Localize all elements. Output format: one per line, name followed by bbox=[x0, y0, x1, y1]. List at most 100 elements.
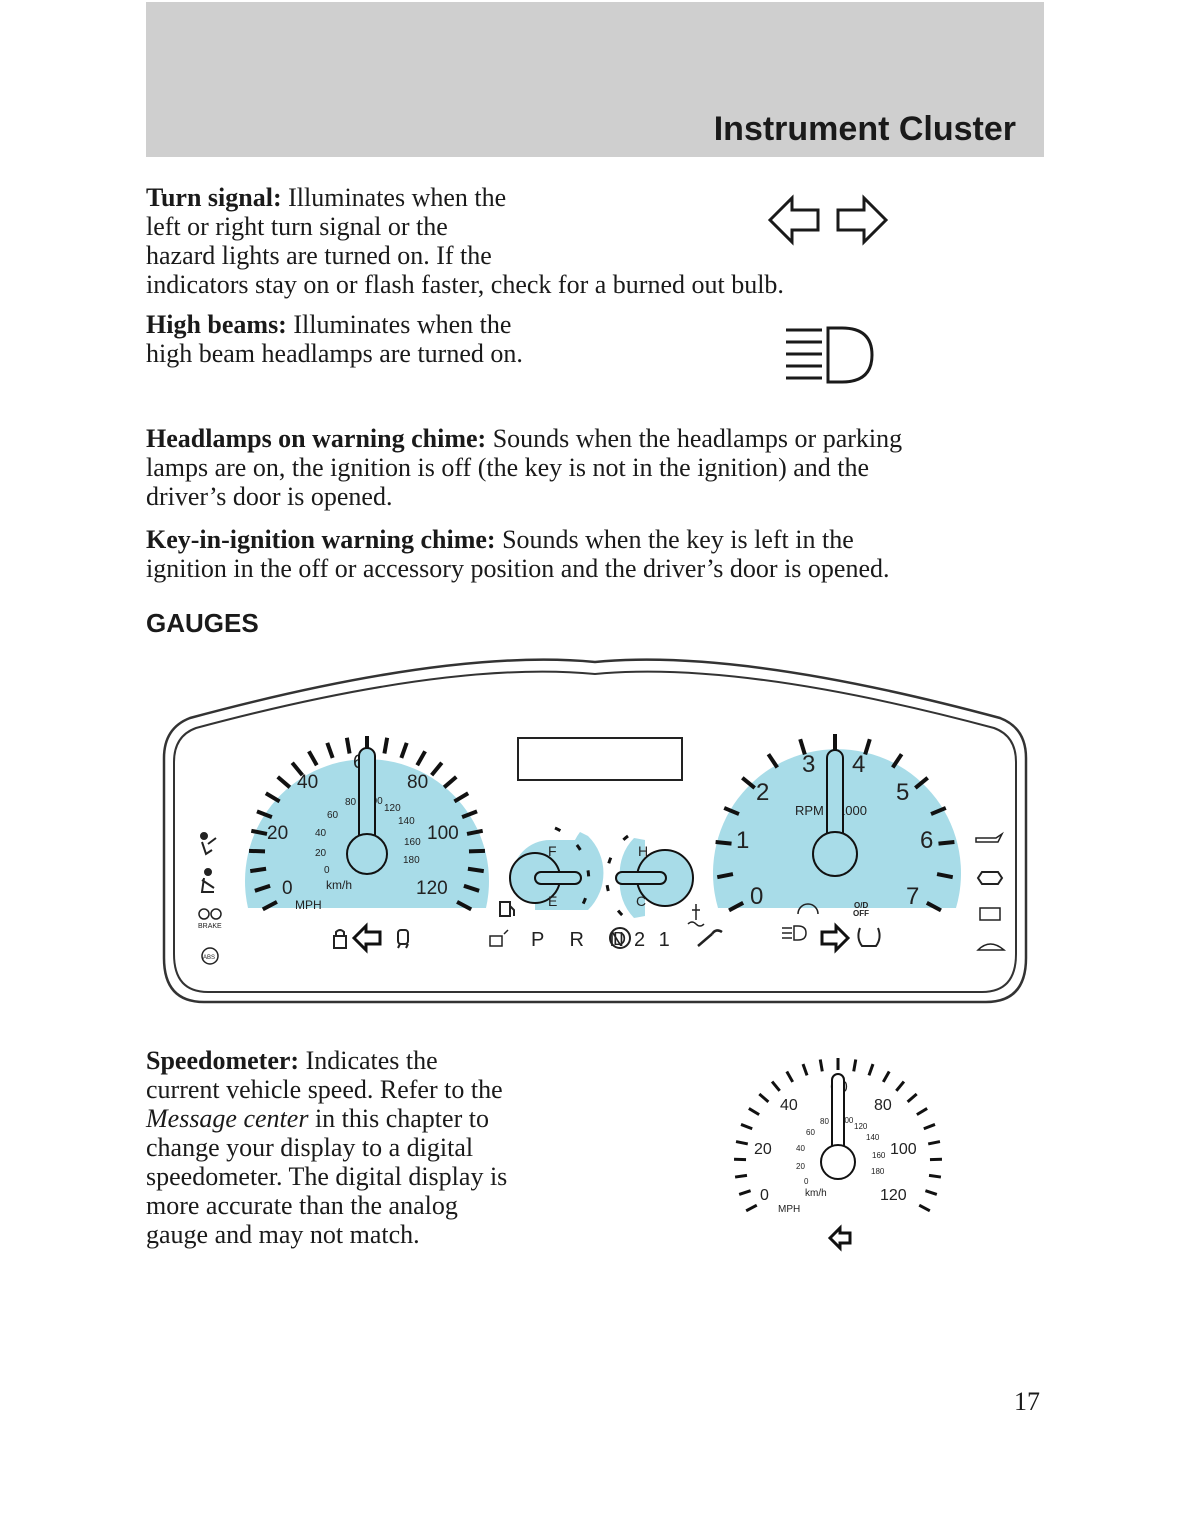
small-speedometer-tick bbox=[928, 1173, 942, 1179]
fuel-full-label: F bbox=[548, 843, 557, 859]
small-speedometer-tick bbox=[923, 1123, 936, 1131]
tachometer-tick bbox=[891, 753, 904, 769]
headlamps-chime-paragraph: Headlamps on warning chime: Sounds when … bbox=[146, 424, 902, 511]
small-speedometer-tick bbox=[818, 1059, 824, 1072]
speedometer-tick bbox=[456, 900, 473, 912]
high-beams-text-2: high beam headlamps are turned on. bbox=[146, 339, 523, 368]
od-off-line1: O/D bbox=[854, 901, 868, 910]
small-speedometer-tick bbox=[867, 1063, 875, 1076]
page-title: Instrument Cluster bbox=[713, 110, 1016, 148]
speedometer-tick bbox=[463, 883, 480, 893]
speedometer-detail-illustration: 0 20 40 60 80 100 120 0 20 40 60 80 100 … bbox=[728, 1050, 948, 1260]
tachometer-tick bbox=[766, 753, 779, 769]
tach-label-4: 4 bbox=[852, 751, 865, 778]
speedometer-tick bbox=[256, 809, 273, 820]
speed-control-icon bbox=[797, 903, 819, 915]
small-kmh-180: 180 bbox=[871, 1167, 885, 1176]
speedometer-tick bbox=[442, 775, 458, 789]
header-band: Instrument Cluster bbox=[146, 2, 1044, 157]
speedo-mph-unit: MPH bbox=[295, 898, 322, 912]
headlamps-chime-label: Headlamps on warning chime: bbox=[146, 424, 487, 453]
airbag-icon bbox=[200, 832, 217, 856]
message-center-link[interactable]: Message center bbox=[146, 1104, 309, 1133]
turn-signal-label: Turn signal: bbox=[146, 183, 282, 212]
message-center-display bbox=[517, 737, 683, 781]
high-beams-text-1: Illuminates when the bbox=[293, 310, 512, 339]
key-chime-paragraph: Key-in-ignition warning chime: Sounds wh… bbox=[146, 525, 890, 583]
small-kmh-80: 80 bbox=[820, 1117, 829, 1126]
speedometer-text-2: current vehicle speed. Refer to the bbox=[146, 1075, 503, 1104]
tach-label-5: 5 bbox=[896, 779, 909, 806]
small-mph-unit: MPH bbox=[778, 1204, 800, 1215]
speedometer-tick bbox=[249, 866, 267, 874]
tachometer-tick bbox=[863, 738, 872, 756]
tach-multiplier-label: 1000 bbox=[838, 803, 867, 818]
speedometer-text-7: gauge and may not match. bbox=[146, 1220, 420, 1249]
speedometer-tick bbox=[276, 775, 292, 789]
tachometer-hub bbox=[812, 831, 858, 877]
turn-signal-text-1: Illuminates when the bbox=[288, 183, 507, 212]
speedometer-hub bbox=[346, 833, 388, 875]
small-speedometer-tick bbox=[748, 1107, 760, 1116]
speedometer-tick bbox=[344, 737, 352, 754]
small-speedometer-tick bbox=[801, 1063, 809, 1076]
cluster-housing-inner bbox=[173, 670, 1017, 993]
tire-pressure-icon bbox=[857, 927, 881, 947]
tach-rpm-label: RPM bbox=[795, 803, 824, 818]
tachometer-tick bbox=[715, 840, 732, 846]
small-kmh-100: 100 bbox=[840, 1116, 854, 1125]
speedometer-tick bbox=[467, 866, 485, 874]
brake-warning-icon bbox=[198, 908, 222, 920]
speedometer-text-3: in this chapter to bbox=[314, 1104, 489, 1133]
speedometer-tick bbox=[290, 761, 304, 777]
key-chime-label: Key-in-ignition warning chime: bbox=[146, 525, 496, 554]
speedometer-tick bbox=[382, 737, 390, 754]
speedometer-text-1: Indicates the bbox=[305, 1046, 438, 1075]
small-kmh-120: 120 bbox=[854, 1122, 868, 1131]
gear-indicator-rest: 2 1 bbox=[634, 929, 674, 951]
headlamps-chime-text-2: lamps are on, the ignition is off (the k… bbox=[146, 453, 870, 482]
high-beams-label: High beams: bbox=[146, 310, 287, 339]
speedometer-tick bbox=[399, 742, 409, 759]
speedometer-tick bbox=[430, 761, 444, 777]
battery-icon bbox=[979, 907, 1001, 921]
right-turn-arrow-icon bbox=[820, 922, 851, 954]
page-number: 17 bbox=[1014, 1387, 1040, 1416]
speedo-label-0: 0 bbox=[282, 878, 293, 899]
kmh-label-0: 0 bbox=[324, 865, 330, 876]
headlamps-chime-text-1: Sounds when the headlamps or parking bbox=[492, 424, 903, 453]
kmh-label-120: 120 bbox=[384, 803, 401, 814]
small-speedometer-tick bbox=[738, 1189, 752, 1196]
speedometer-text-6: more accurate than the analog bbox=[146, 1191, 458, 1220]
instrument-cluster-illustration: 0 20 40 60 80 100 120 0 20 40 60 80 100 … bbox=[150, 658, 1040, 1014]
small-speedometer-tick bbox=[745, 1203, 758, 1213]
small-kmh-60: 60 bbox=[806, 1128, 815, 1137]
brake-label: BRAKE bbox=[198, 923, 222, 930]
small-kmh-140: 140 bbox=[866, 1133, 880, 1142]
turn-signal-text-4: indicators stay on or flash faster, chec… bbox=[146, 270, 784, 299]
tach-label-3: 3 bbox=[802, 751, 815, 778]
seatbelt-icon bbox=[200, 868, 215, 893]
left-turn-arrow-icon bbox=[351, 922, 382, 954]
small-high-beam-icon bbox=[782, 925, 807, 941]
fuel-gauge-needle bbox=[534, 871, 582, 885]
high-beams-paragraph: High beams: Illuminates when the high be… bbox=[146, 310, 523, 368]
speedometer-tick bbox=[466, 828, 484, 836]
tach-label-1: 1 bbox=[736, 827, 749, 854]
kmh-label-180: 180 bbox=[403, 855, 420, 866]
tach-label-7: 7 bbox=[906, 883, 919, 910]
tach-label-2: 2 bbox=[756, 779, 769, 806]
small-speedo-label-0: 0 bbox=[760, 1187, 769, 1204]
speedometer-text-5: speedometer. The digital display is bbox=[146, 1162, 508, 1191]
speedometer-tick bbox=[307, 750, 319, 767]
small-speedometer-tick bbox=[924, 1189, 938, 1196]
small-speedometer-tick bbox=[740, 1123, 753, 1131]
small-speedo-label-80: 80 bbox=[874, 1097, 892, 1114]
speedometer-label: Speedometer: bbox=[146, 1046, 300, 1075]
turn-signal-text-2: left or right turn signal or the bbox=[146, 212, 448, 241]
tachometer-tick bbox=[728, 901, 745, 913]
tachometer-tick bbox=[716, 872, 734, 880]
gauges-heading: GAUGES bbox=[146, 608, 259, 638]
small-speedo-label-20: 20 bbox=[754, 1141, 772, 1158]
tachometer-tick bbox=[938, 840, 955, 846]
